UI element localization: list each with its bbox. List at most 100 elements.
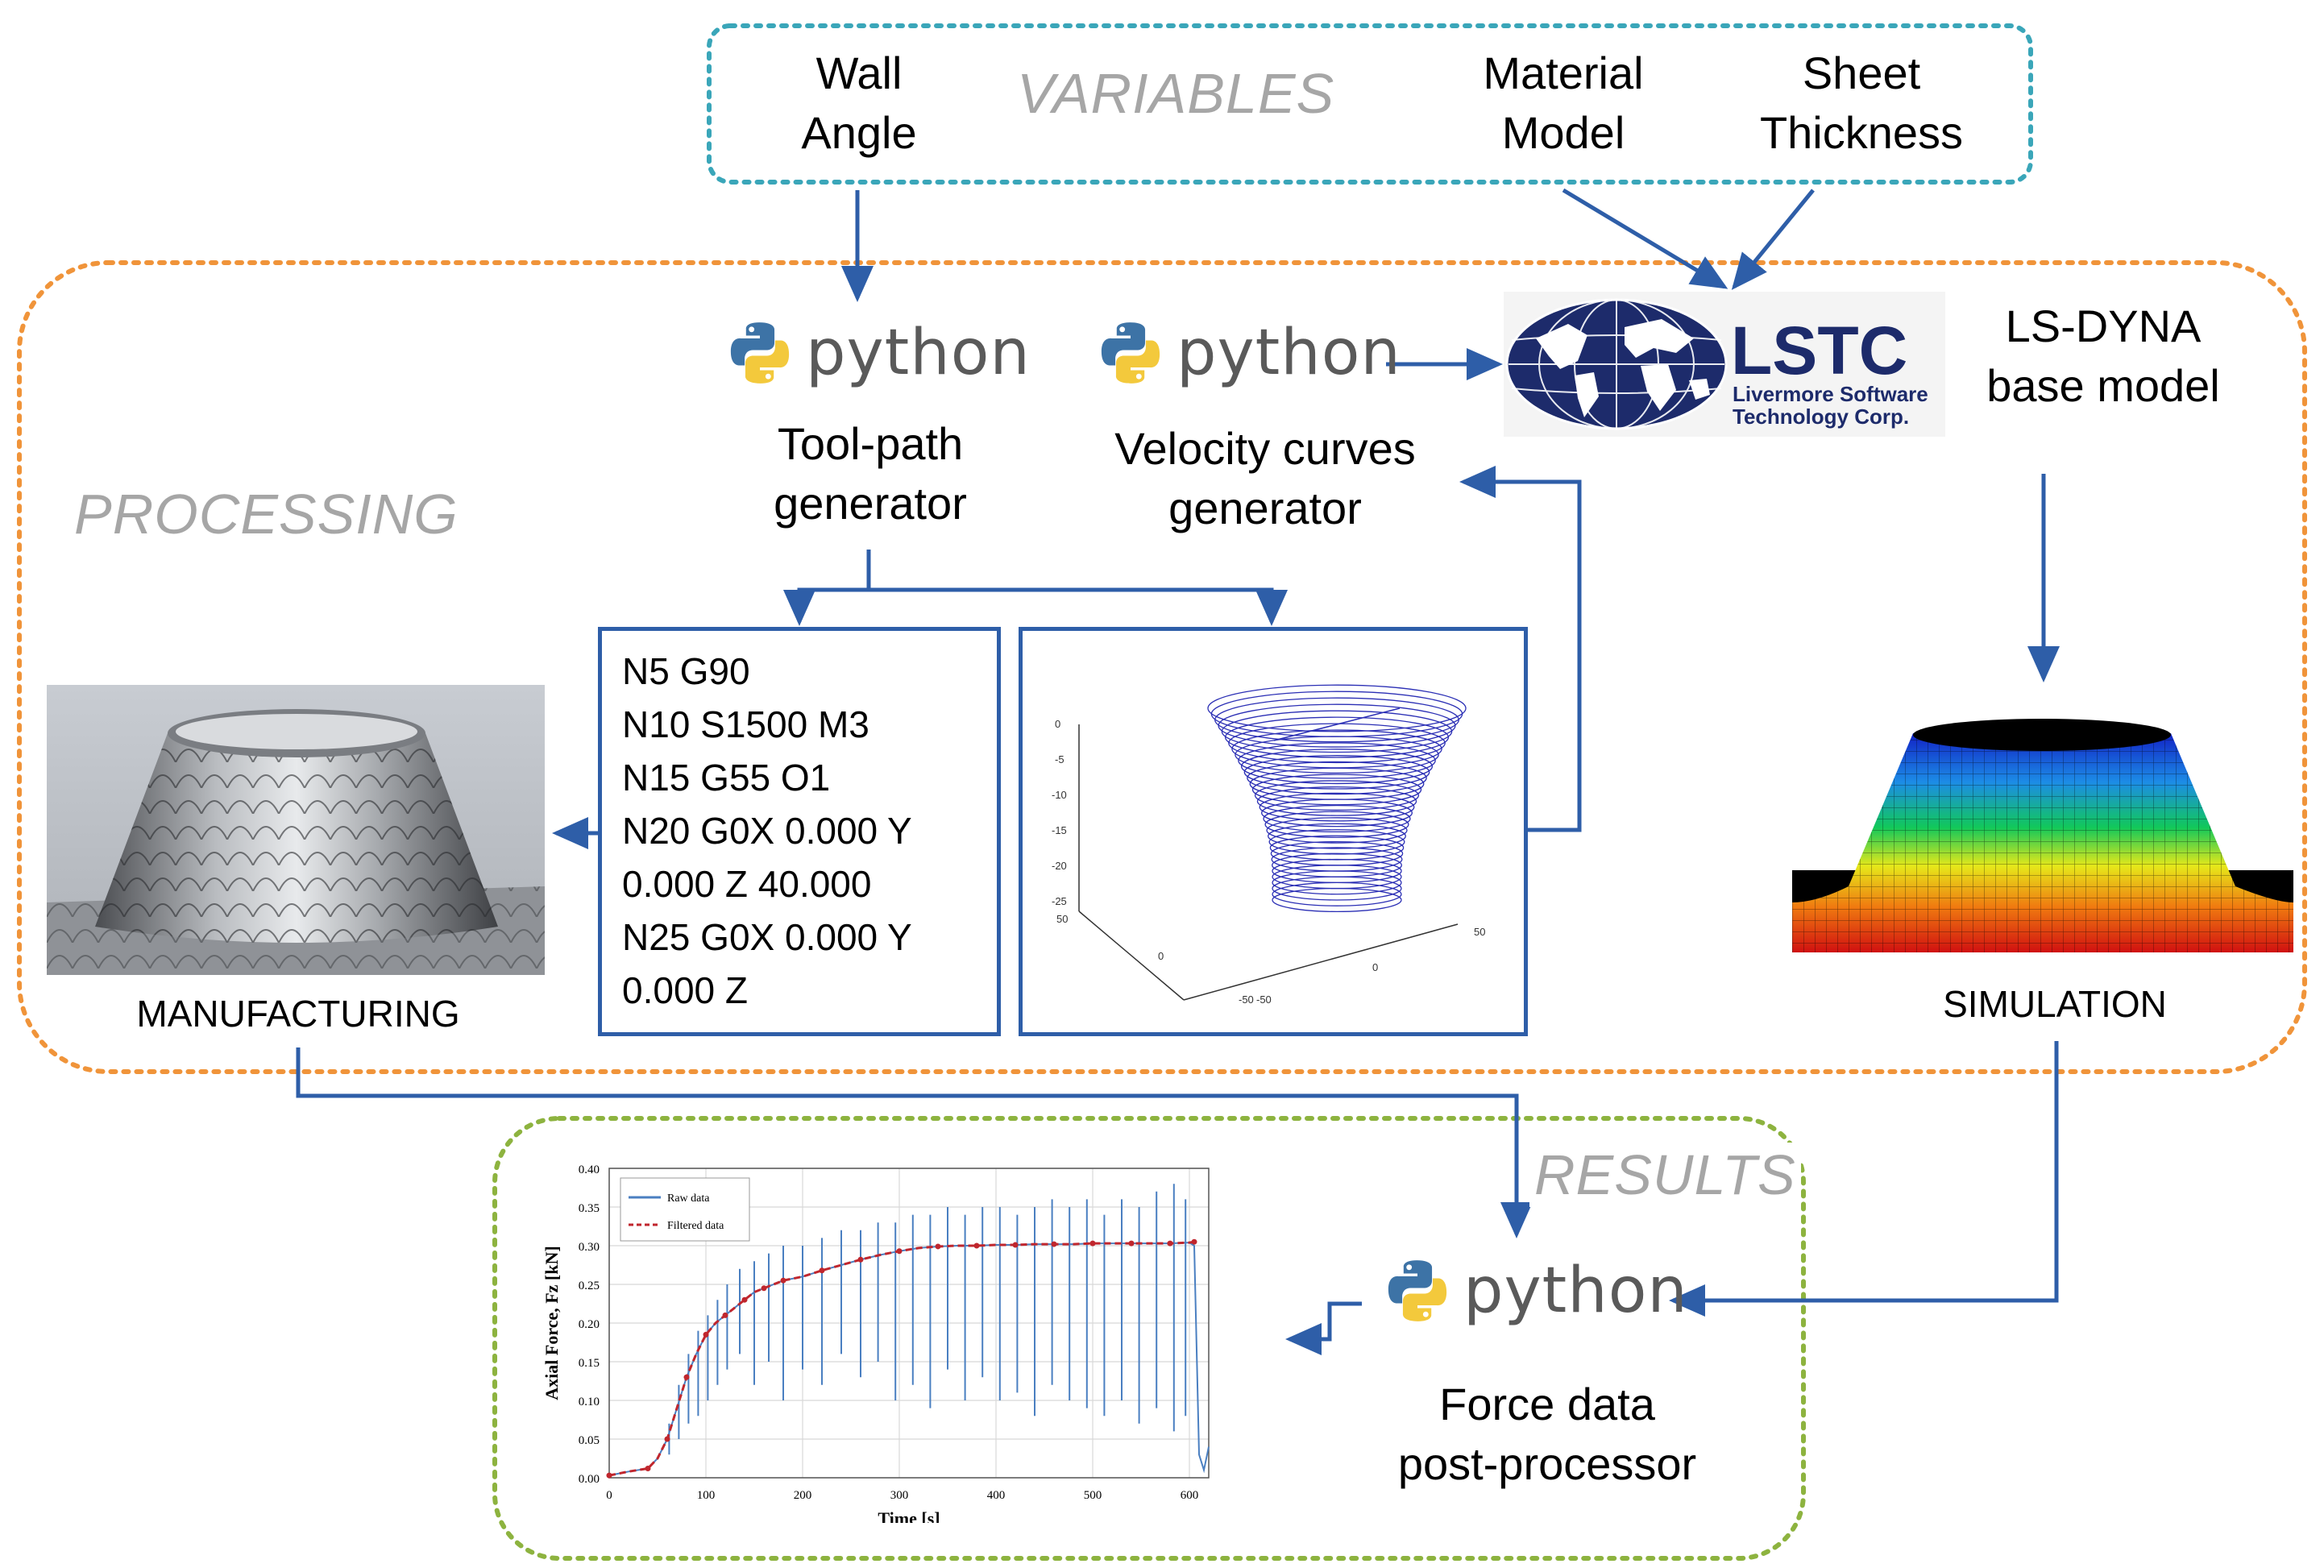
chart-filtered-point xyxy=(896,1248,903,1255)
simulation-render xyxy=(1792,717,2293,952)
chart-filtered-point xyxy=(722,1312,728,1318)
gcode-line: N5 G90 xyxy=(622,650,750,692)
toolpath-ring xyxy=(1268,829,1405,855)
chart-filtered-point xyxy=(1051,1241,1057,1247)
toolpath-ring xyxy=(1247,761,1427,795)
chart-filtered-point xyxy=(703,1331,709,1338)
chart-x-tick-label: 0 xyxy=(606,1489,612,1502)
arrow-toolpath-split xyxy=(783,550,871,626)
arrow-material-to-lstc xyxy=(1562,188,1728,289)
y-tick: 0 xyxy=(1158,950,1164,962)
arrow-simulation-to-force xyxy=(1669,1041,2059,1317)
chart-filtered-point xyxy=(1128,1240,1135,1247)
gcode-line: 0.000 Z 40.000 xyxy=(622,863,872,905)
arrow-manufacturing-to-force xyxy=(296,1047,1533,1238)
arrow-thickness-to-lstc xyxy=(1731,189,1815,290)
manufactured-part-photo xyxy=(47,685,545,975)
toolpath-ring xyxy=(1272,881,1402,906)
chart-y-tick-label: 0.35 xyxy=(579,1202,600,1215)
python-logo-force: python xyxy=(1383,1254,1688,1328)
toolpath-ring xyxy=(1272,870,1402,895)
chart-filtered-point xyxy=(645,1465,651,1471)
chart-y-tick-label: 0.15 xyxy=(579,1357,600,1370)
python-wordmark: python xyxy=(806,317,1031,389)
chart-legend-box xyxy=(620,1177,750,1242)
chart-filtered-point xyxy=(1191,1238,1197,1245)
chart-filtered-point xyxy=(973,1242,980,1249)
chart-y-tick-label: 0.30 xyxy=(579,1241,600,1254)
z-tick: -10 xyxy=(1052,789,1067,801)
variables-border xyxy=(707,23,2033,185)
z-tick: -20 xyxy=(1052,860,1067,872)
lstc-logo: LSTC Livermore Software Technology Corp. xyxy=(1504,292,1945,437)
toolpath-ring xyxy=(1238,742,1436,779)
chart-x-tick-label: 500 xyxy=(1084,1489,1102,1502)
arrow-plot-to-velocity xyxy=(1459,466,1582,832)
toolpath-ring xyxy=(1261,799,1413,828)
chart-y-tick-label: 0.10 xyxy=(579,1396,600,1408)
toolpath-ring xyxy=(1263,804,1411,833)
gcode-listing: N5 G90 N10 S1500 M3 N15 G55 O1 N20 G0X 0… xyxy=(622,645,912,1017)
chart-y-tick-label: 0.00 xyxy=(579,1473,600,1486)
chart-filtered-point xyxy=(606,1472,612,1479)
chart-y-tick-label: 0.40 xyxy=(579,1164,600,1176)
chart-y-tick-label: 0.25 xyxy=(579,1280,600,1292)
chart-filtered-point xyxy=(780,1277,786,1284)
toolpath-ring xyxy=(1251,774,1422,806)
chart-x-tick-label: 300 xyxy=(890,1489,909,1502)
chart-filtered-point xyxy=(857,1256,864,1263)
y-tick: 50 xyxy=(1056,913,1068,925)
x-tick: 0 xyxy=(1372,961,1378,973)
chart-filtered-point xyxy=(741,1296,748,1303)
x-tick: -50 xyxy=(1256,993,1272,1006)
chart-series-raw xyxy=(608,1242,1210,1477)
globe-icon: LSTC Livermore Software Technology Corp. xyxy=(1505,298,1928,430)
toolpath-ring xyxy=(1272,887,1402,913)
arrow-toolpath-to-plot xyxy=(869,587,1288,626)
toolpath-ring xyxy=(1254,780,1420,811)
toolpath-ring xyxy=(1224,716,1450,758)
python-icon xyxy=(1101,322,1160,384)
chart-filtered-point xyxy=(935,1243,941,1250)
toolpath-ring xyxy=(1268,823,1406,849)
lstc-line2: Technology Corp. xyxy=(1733,404,1909,429)
python-wordmark: python xyxy=(1463,1255,1688,1327)
gcode-line: 0.000 Z xyxy=(622,969,748,1011)
gcode-line: N15 G55 O1 xyxy=(622,757,831,799)
lstc-line1: Livermore Software xyxy=(1733,382,1928,406)
chart-x-tick-label: 400 xyxy=(987,1489,1006,1502)
chart-filtered-point xyxy=(664,1436,670,1442)
python-logo-toolpath: python xyxy=(725,316,1031,390)
x-tick: 50 xyxy=(1474,926,1485,938)
toolpath-ring xyxy=(1218,703,1456,748)
processing-border xyxy=(17,260,2307,1074)
python-logo-velocity: python xyxy=(1096,316,1401,390)
z-tick: -15 xyxy=(1052,824,1067,836)
chart-legend-label: Filtered data xyxy=(667,1220,724,1232)
chart-y-tick-label: 0.05 xyxy=(579,1434,600,1447)
toolpath-ring xyxy=(1243,755,1430,790)
chart-x-tick-label: 200 xyxy=(794,1489,812,1502)
chart-y-tick-label: 0.20 xyxy=(579,1318,600,1331)
processing-title: PROCESSING xyxy=(74,483,459,545)
chart-x-tick-label: 600 xyxy=(1181,1489,1199,1502)
variables-title: VARIABLES xyxy=(1017,62,1335,125)
toolpath-ring xyxy=(1272,876,1402,901)
simulation-label: SIMULATION xyxy=(1943,983,2167,1025)
chart-plot-area xyxy=(608,1168,1210,1479)
chart-legend-label: Raw data xyxy=(667,1193,710,1205)
toolpath-plot-box: 0 -5 -10 -15 -20 -25 50 0 -50 -50 0 50 xyxy=(1019,627,1528,1036)
z-tick: -25 xyxy=(1052,895,1067,907)
toolpath-ring xyxy=(1264,811,1409,838)
arrow-force-to-chart xyxy=(1285,1301,1362,1355)
toolpath-ring xyxy=(1256,786,1417,816)
python-icon xyxy=(1388,1260,1447,1321)
